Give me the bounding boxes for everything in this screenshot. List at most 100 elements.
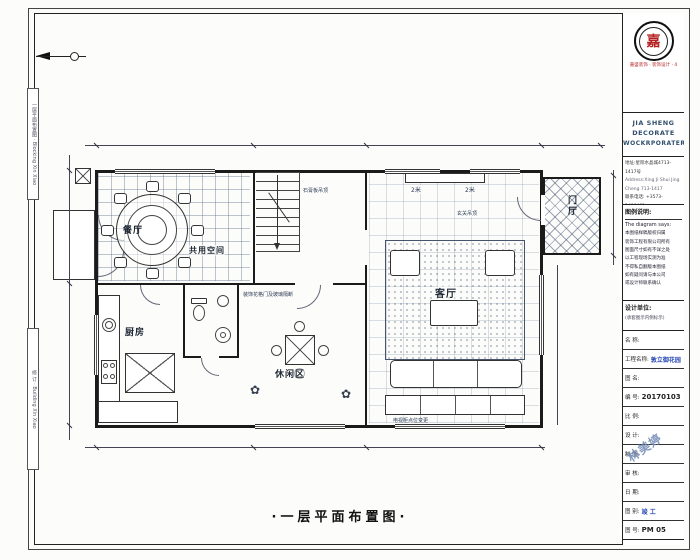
company-logo-icon: 嘉 [633, 21, 674, 61]
stool [294, 321, 305, 332]
designer-header: 设计单位: [625, 305, 652, 312]
floor-plan: ✿ ✿ [53, 142, 620, 455]
north-arrow-line [36, 56, 86, 57]
field-value: 20170103 [641, 393, 681, 401]
north-arrow-circle [70, 52, 79, 61]
legend-line: 或设计师联系确认 [625, 281, 661, 287]
bath-sink [217, 295, 229, 307]
field-row: 设 计: [623, 426, 684, 445]
field-label: 制 图: [625, 452, 640, 458]
field-label: 图 名: [625, 376, 640, 382]
window-dining-top [115, 169, 215, 174]
field-label: 图 号: [625, 528, 640, 534]
wall-kitchen-bath [183, 283, 185, 358]
annotation-ceiling: 石膏板吊顶 [303, 188, 329, 194]
field-row: 图 号: PM 05 [623, 521, 684, 539]
sofa-main [390, 360, 522, 388]
logo-cell: 嘉 嘉盛装饰 · 装饰设计 · 4 [623, 13, 684, 113]
drawing-title: ·一层平面布置图· [271, 510, 409, 525]
address-line2: Address:Xing Ji Shui Jing Cheng 713-1417 [625, 178, 680, 192]
annotation-foyer-ceiling: 玄关吊顶 [457, 210, 478, 217]
logo-caption: 嘉盛装饰 · 装饰设计 · 4 [629, 63, 678, 68]
field-value: PM 05 [641, 526, 666, 534]
chair [178, 193, 191, 204]
annotation-partition: 装饰花格门及玻璃隔断 [243, 292, 294, 298]
bath-door-arc [201, 358, 219, 376]
chair [114, 193, 127, 204]
plant-icon: ✿ [250, 383, 261, 397]
wall-corridor-a [253, 283, 295, 285]
window-living-bottom [395, 424, 505, 429]
window-leisure-bottom [255, 424, 345, 429]
dimension-line-right-lower [557, 265, 558, 425]
stove-burner [110, 363, 115, 368]
stove-burner [103, 363, 108, 368]
fields-cell: 名 称: 工程名称: 敦立御花园 图 名: 编 号: 20170103 比 例:… [623, 331, 684, 540]
wall-bath-bottom-a [183, 356, 201, 358]
coffee-table [430, 300, 478, 326]
field-label: 编 号: [625, 395, 640, 401]
leisure-table [285, 335, 315, 365]
toilet-bowl [193, 305, 205, 321]
field-label: 日 期: [625, 490, 640, 496]
stairs [256, 172, 300, 252]
company-name-line1: JIA SHENG DECORATE [632, 119, 675, 137]
dimension-text-b: 2米 [465, 185, 475, 194]
kitchen-island [125, 353, 175, 393]
kitchen-door-arc [140, 285, 160, 305]
kitchen-sink-inner [105, 321, 113, 329]
legend-cell: 图例说明: The diagram says: 本图纸样稿版权归属 装饰工程有限… [623, 205, 684, 301]
field-label: 图 别: [625, 509, 640, 515]
designer-cell: 设计单位: (承套图示内侧标示) [623, 301, 684, 331]
room-label-foyer: 门厅 [566, 195, 576, 217]
stove-burner [103, 374, 108, 379]
stairs-arrow-head [274, 243, 280, 250]
room-label-kitchen: 厨房 [125, 328, 146, 338]
bench-divider [455, 396, 456, 414]
legend-line: 不得私自翻版本图纸 [625, 264, 666, 270]
sofa-cushion-divider [433, 361, 434, 387]
wall-dining-stairs [253, 170, 255, 283]
field-row: 制 图: [623, 445, 684, 464]
washing-machine-drum [220, 332, 226, 338]
outer-frame [28, 8, 690, 550]
balcony [53, 210, 95, 280]
armchair-right [485, 250, 515, 276]
legend-line: 装饰工程有限公司所有 [625, 239, 670, 245]
title-block: 嘉 嘉盛装饰 · 装饰设计 · 4 JIA SHENG DECORATE WOC… [622, 13, 684, 545]
designer-note: (承套图示内侧标示) [625, 316, 665, 321]
legend-line: 以工程现场实测为准 [625, 256, 666, 262]
legend-line: 如有疑问请与本公司 [625, 272, 666, 278]
field-label: 工程名称: [625, 357, 649, 363]
chair [101, 225, 114, 236]
chair [146, 268, 159, 279]
dimension-line-bottom [85, 447, 545, 448]
wall-top [95, 170, 543, 173]
field-row: 图 名: [623, 369, 684, 388]
field-row: 编 号: 20170103 [623, 388, 684, 407]
field-row: 比 例: [623, 407, 684, 426]
phone-line: 联系电话: +3573-2486481 [625, 195, 663, 204]
field-label: 名 称: [625, 338, 640, 344]
wall-left [95, 170, 98, 428]
dimension-line-right [613, 170, 614, 265]
foyer-floor [543, 177, 601, 255]
legend-header: 图例说明: [625, 207, 682, 221]
room-label-leisure: 休闲区 [275, 367, 306, 380]
armchair-left [390, 250, 420, 276]
sofa-cushion-divider [477, 361, 478, 387]
window-living-right [539, 275, 544, 355]
bench-divider [490, 396, 491, 414]
dimension-line-left [69, 155, 70, 440]
chair [191, 225, 204, 236]
field-row: 审 核: [623, 464, 684, 483]
bench-divider [420, 396, 421, 414]
leisure-door-arc [297, 285, 321, 309]
toilet-tank [191, 298, 207, 304]
field-label: 比 例: [625, 414, 640, 420]
company-name-line2: WOCKRPORATERAS [623, 139, 684, 147]
kitchen-counter-bottom [98, 401, 178, 423]
dimension-line-top [85, 145, 605, 146]
field-row: 名 称: [623, 331, 684, 350]
wall-corridor-b [333, 283, 367, 285]
